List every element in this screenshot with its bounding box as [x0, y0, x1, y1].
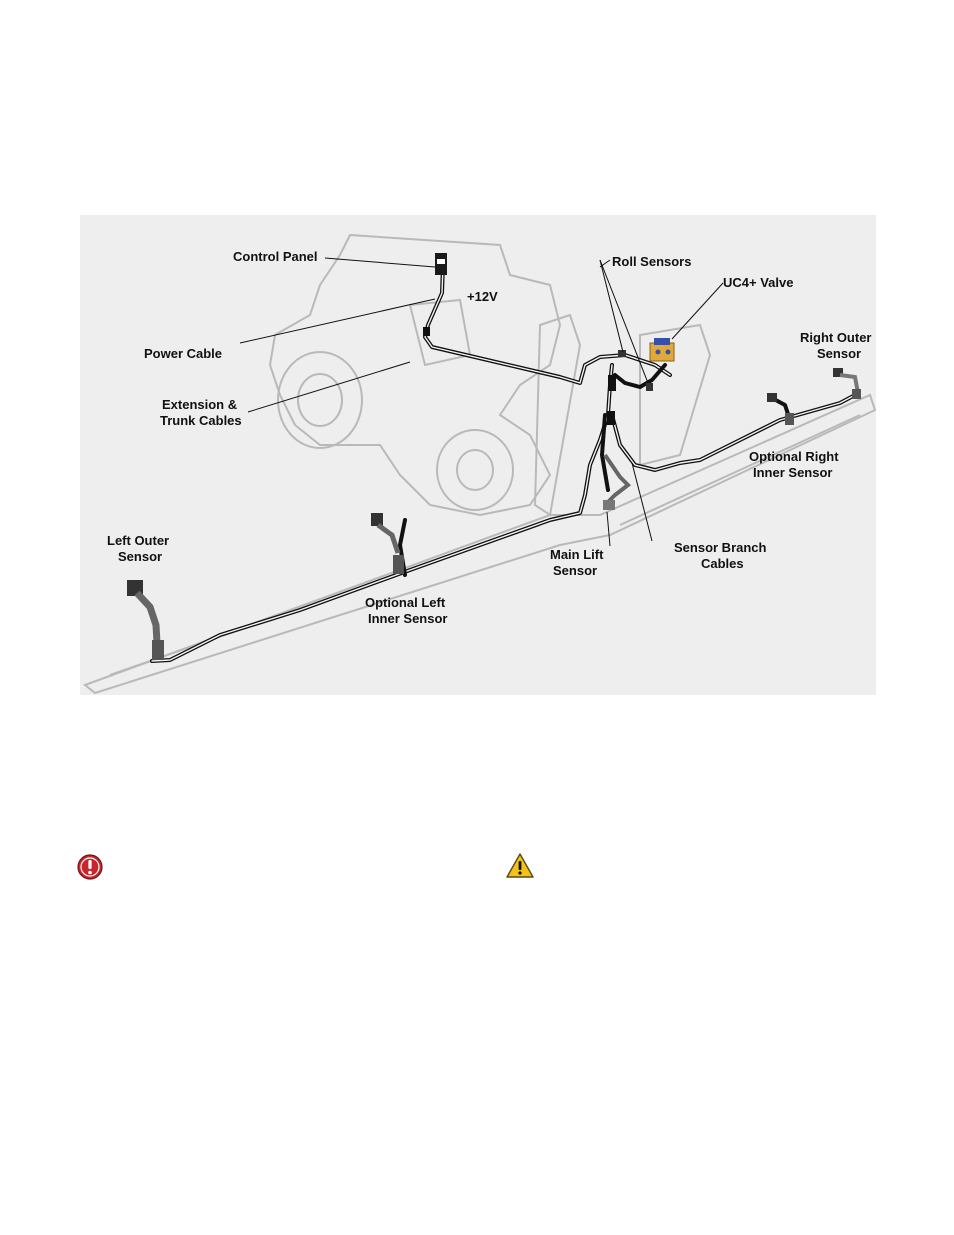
- label-extension-line1: Extension &: [162, 397, 237, 412]
- exclamation-circle-icon: [77, 854, 103, 880]
- label-main-lift-line2: Sensor: [553, 563, 597, 578]
- wiring-diagram: Control Panel +12V Power Cable Extension…: [80, 215, 876, 695]
- warning-triangle-icon: [505, 852, 535, 880]
- label-optional-right-line2: Inner Sensor: [753, 465, 832, 480]
- label-control-panel: Control Panel: [233, 249, 318, 264]
- label-power-cable: Power Cable: [144, 346, 222, 361]
- label-roll-sensors: Roll Sensors: [612, 254, 691, 269]
- label-left-outer-line2: Sensor: [118, 549, 162, 564]
- label-sensor-branch-line2: Cables: [701, 556, 744, 571]
- label-main-lift-line1: Main Lift: [550, 547, 604, 562]
- warning-notice: [505, 852, 535, 880]
- danger-notice: [77, 854, 103, 880]
- label-plus-12v: +12V: [467, 289, 498, 304]
- label-right-outer-line2: Sensor: [817, 346, 861, 361]
- label-optional-left-line1: Optional Left: [365, 595, 446, 610]
- trunk-connector: [608, 375, 616, 391]
- control-panel-device: [435, 253, 447, 275]
- label-extension-line2: Trunk Cables: [160, 413, 242, 428]
- branch-connector: [607, 411, 615, 425]
- label-left-outer-line1: Left Outer: [107, 533, 169, 548]
- label-right-outer-line1: Right Outer: [800, 330, 872, 345]
- label-uc4-valve: UC4+ Valve: [723, 275, 793, 290]
- power-connector: [423, 327, 430, 336]
- label-optional-left-line2: Inner Sensor: [368, 611, 447, 626]
- label-sensor-branch-line1: Sensor Branch: [674, 540, 767, 555]
- label-optional-right-line1: Optional Right: [749, 449, 839, 464]
